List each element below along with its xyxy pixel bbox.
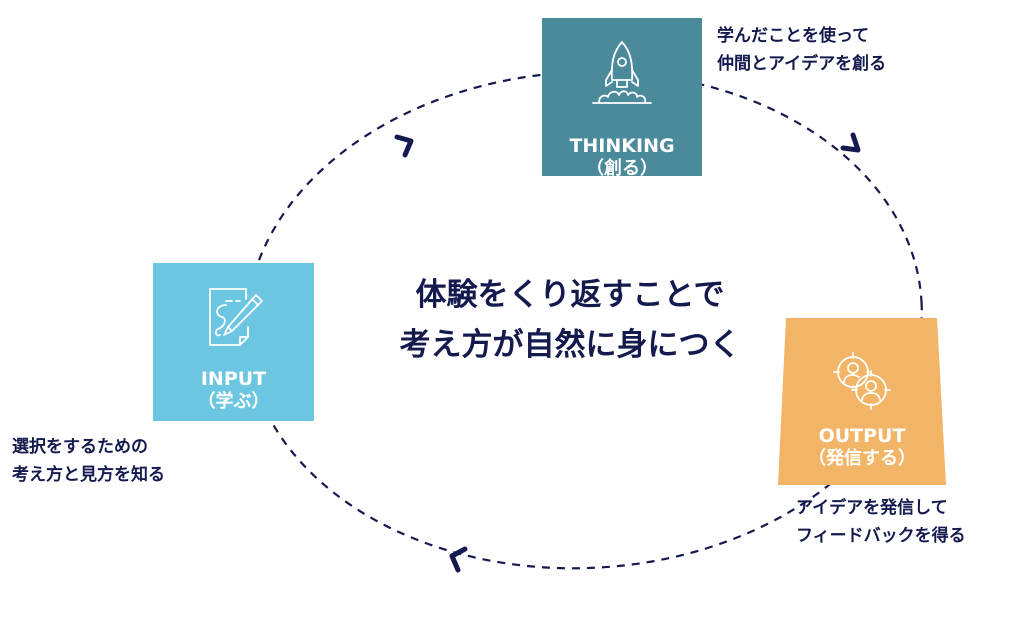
stage-label-en: OUTPUT xyxy=(818,425,906,447)
center-message-line-1: 体験をくり返すことで xyxy=(415,277,725,313)
stage-label-en: THINKING xyxy=(569,135,675,157)
document-pencil-icon xyxy=(208,288,263,346)
stage-input: INPUT （学ぶ） xyxy=(153,263,314,421)
caption-input: 選択をするための 考え方と見方を知る xyxy=(12,433,165,489)
stage-label-en: INPUT xyxy=(200,368,267,390)
caption-line: フィードバックを得る xyxy=(796,526,966,546)
arrow-thinking-to-output-icon xyxy=(840,132,861,153)
caption-line: 仲間とアイデアを創る xyxy=(717,54,887,74)
stage-label-jp: （発信する） xyxy=(808,448,916,469)
caption-line: アイデアを発信して xyxy=(796,498,948,518)
stage-label-jp: （学ぶ） xyxy=(197,391,270,412)
arrow-output-to-input-icon xyxy=(449,546,468,573)
stage-thinking: THINKING （創る） xyxy=(542,18,702,179)
caption-line: 学んだことを使って xyxy=(717,26,870,46)
center-message: 体験をくり返すことで 考え方が自然に身につく xyxy=(340,270,800,370)
stage-label-jp: （創る） xyxy=(586,158,658,179)
caption-line: 選択をするための xyxy=(12,437,148,457)
stage-output: OUTPUT （発信する） xyxy=(778,318,946,485)
caption-output: アイデアを発信して フィードバックを得る xyxy=(796,494,966,550)
caption-thinking: 学んだことを使って 仲間とアイデアを創る xyxy=(717,22,886,78)
rocket-icon xyxy=(592,41,652,104)
center-message-line-2: 考え方が自然に身につく xyxy=(399,327,741,363)
arrow-input-to-thinking-icon xyxy=(394,134,414,158)
caption-line: 考え方と見方を知る xyxy=(12,465,165,485)
dashed-cycle-path xyxy=(245,70,923,570)
target-people-icon xyxy=(833,352,891,410)
